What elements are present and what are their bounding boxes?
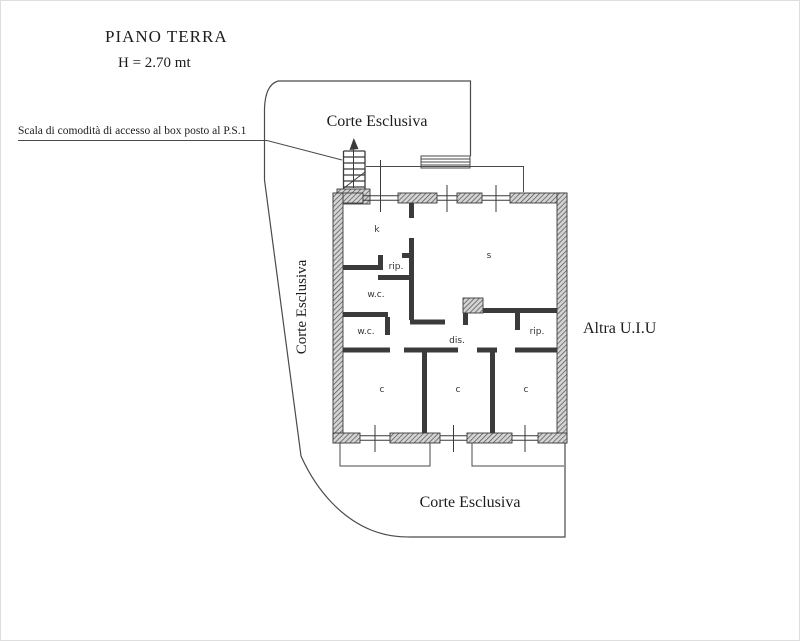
window-icon — [437, 185, 457, 212]
outer-wall-right — [556, 192, 568, 444]
stair-icon — [342, 138, 366, 189]
outer-wall-bottom — [332, 432, 361, 444]
window-icon — [440, 425, 467, 452]
pier-wall — [462, 297, 484, 314]
courtyard-bottom-label: Corte Esclusiva — [420, 494, 521, 511]
room-label-bedroom-1: c — [380, 385, 385, 395]
window-icon — [363, 160, 398, 212]
outer-wall-left — [332, 192, 344, 444]
stair-annotation-leader-line — [18, 140, 343, 161]
room-label-storage-2: rip. — [530, 327, 545, 337]
stair-annotation: Scala di comodità di accesso al box post… — [18, 125, 247, 137]
outer-walls — [332, 188, 568, 444]
windows — [360, 160, 538, 452]
room-label-kitchen: k — [374, 225, 380, 235]
room-label-bedroom-3: c — [524, 385, 529, 395]
room-label-wc-1: w.c. — [367, 290, 384, 300]
stair-direction-arrow-icon — [349, 138, 359, 150]
room-label-hallway: dis. — [449, 336, 465, 346]
patio-outlines — [339, 443, 564, 467]
steps-icon — [420, 155, 471, 169]
adjacent-unit-label: Altra U.I.U — [583, 320, 657, 337]
page-height-note: H = 2.70 mt — [118, 55, 191, 71]
room-label-storage-1: rip. — [389, 262, 404, 272]
courtyard-top-label: Corte Esclusiva — [327, 113, 428, 130]
room-label-living: s — [487, 251, 492, 261]
window-icon — [512, 425, 538, 452]
interior-partitions — [343, 203, 557, 433]
page-title: PIANO TERRA — [105, 27, 228, 46]
courtyard-boundary — [263, 80, 566, 538]
courtyard-left-label: Corte Esclusiva — [294, 259, 310, 354]
room-label-wc-2: w.c. — [357, 327, 374, 337]
room-label-bedroom-2: c — [456, 385, 461, 395]
window-icon — [360, 425, 390, 452]
window-icon — [482, 185, 510, 212]
